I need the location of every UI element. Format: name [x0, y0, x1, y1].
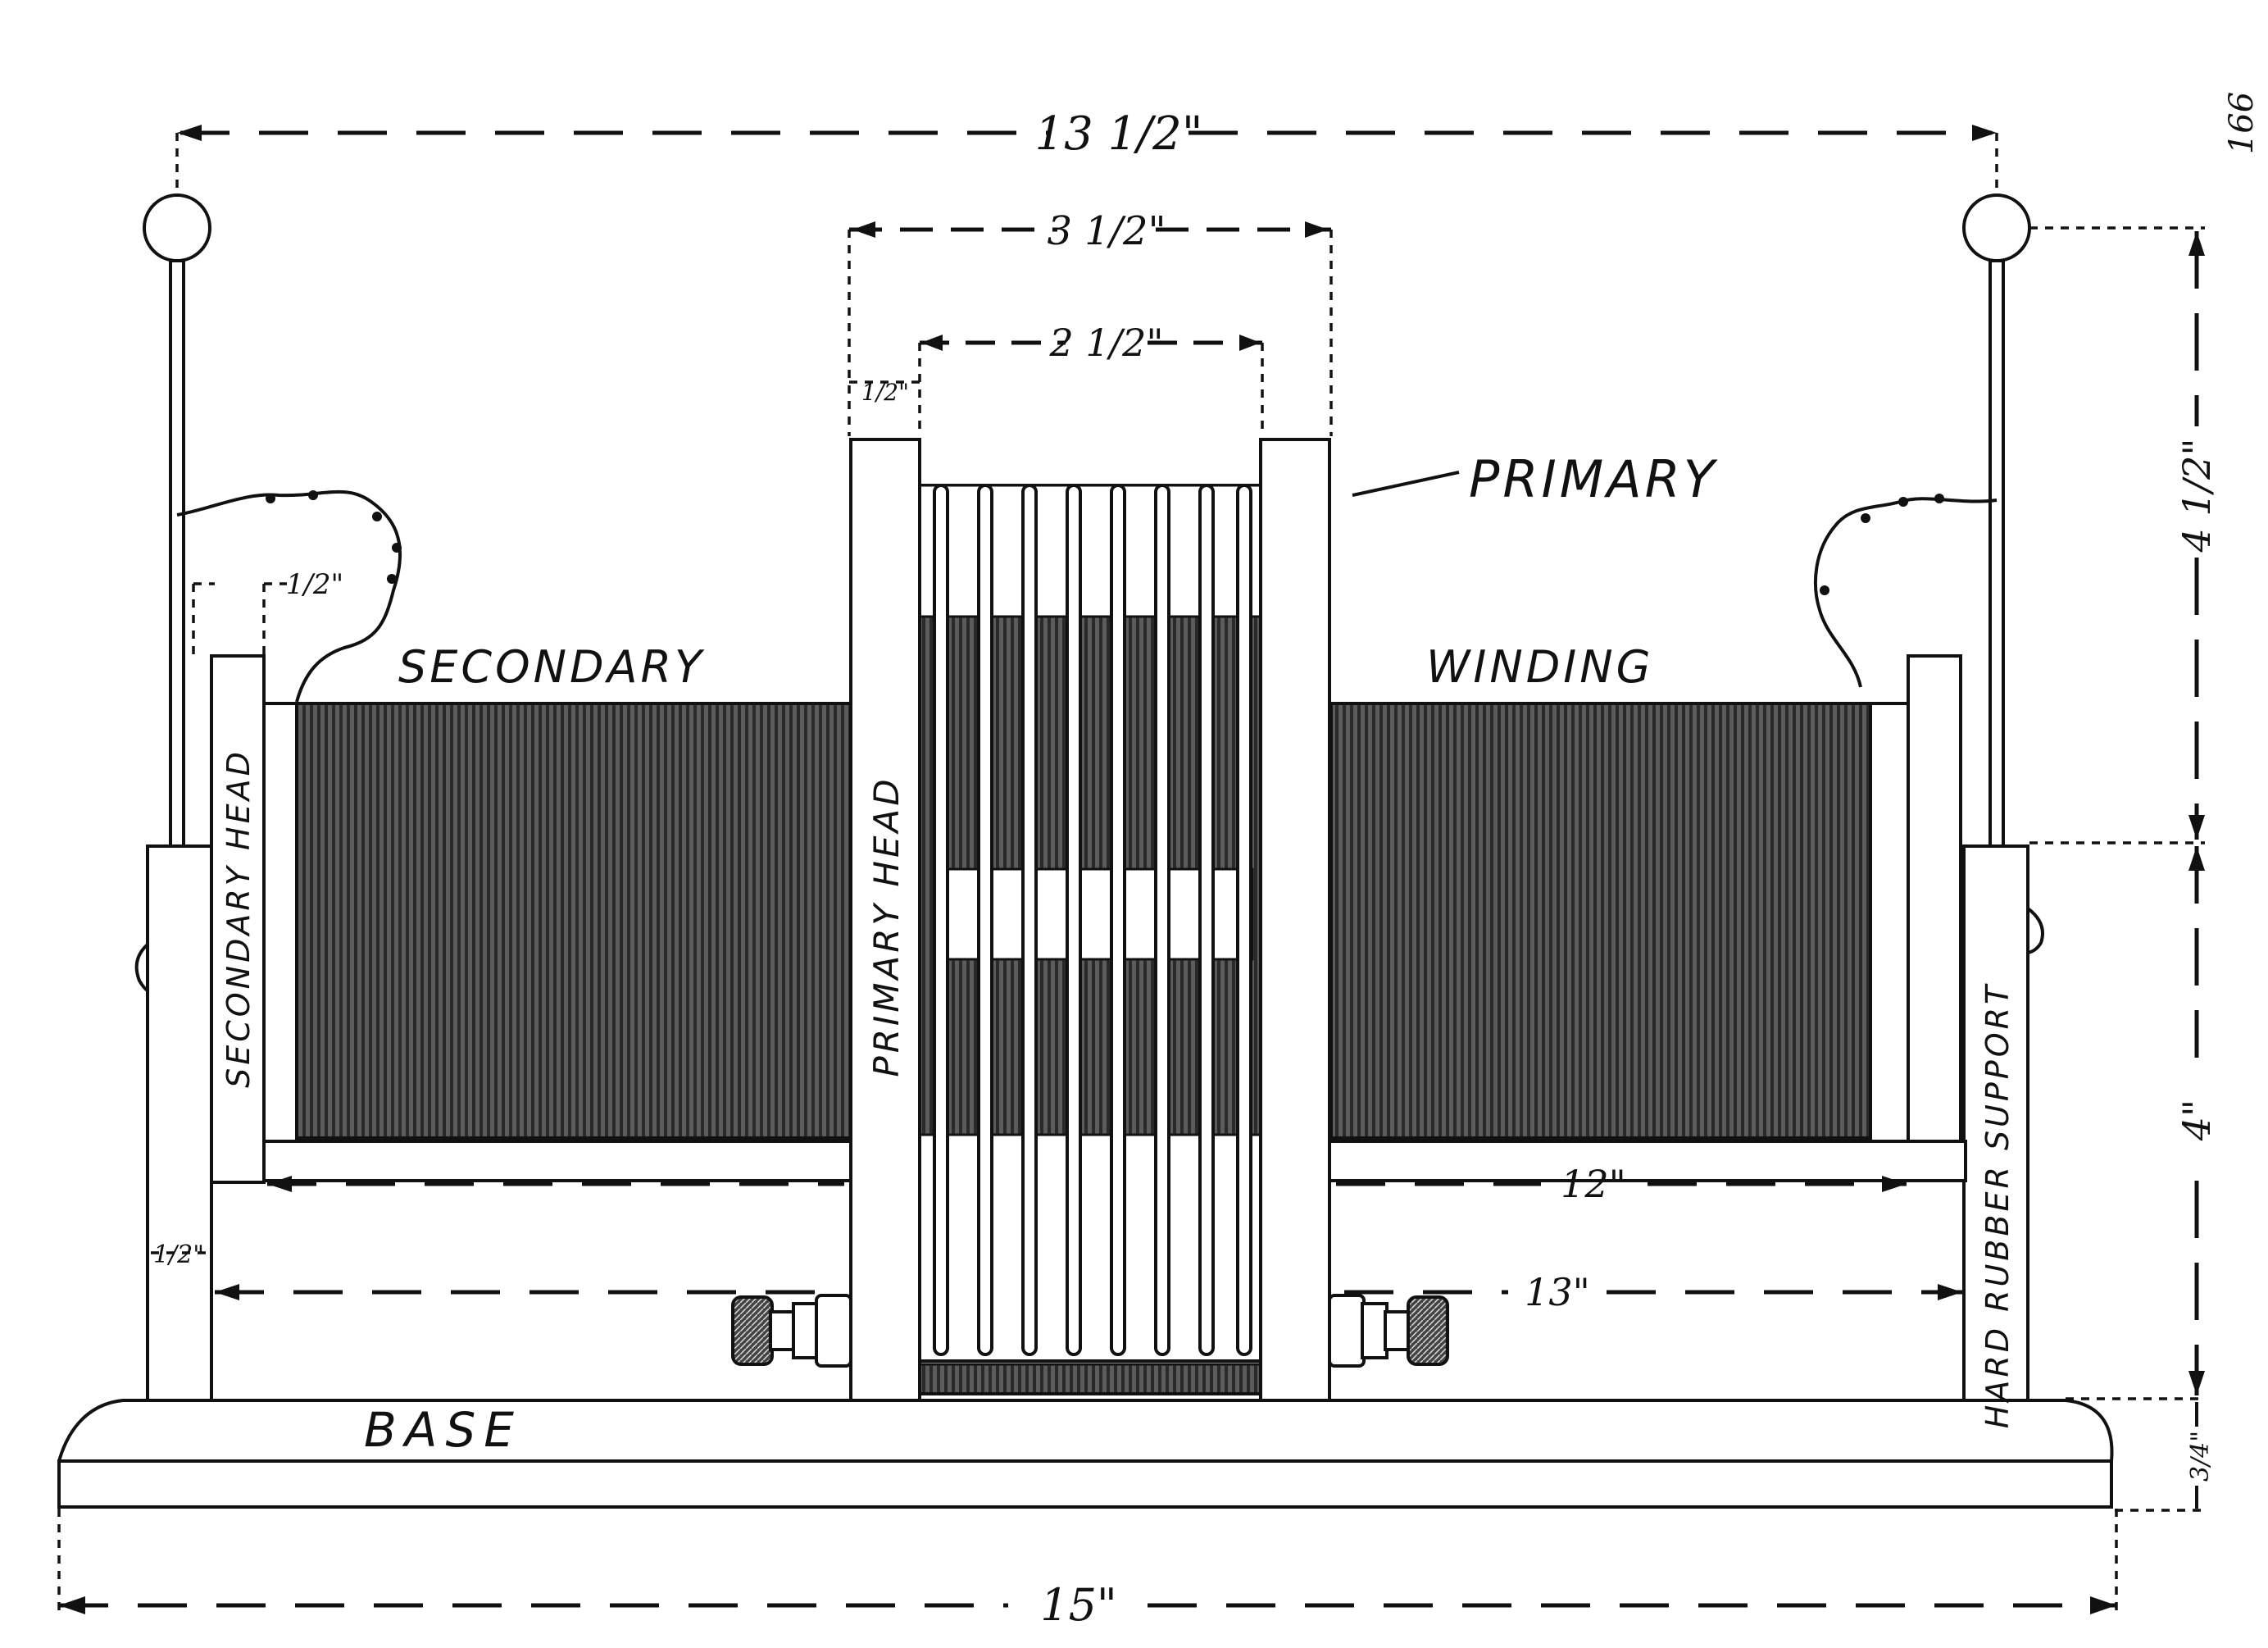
dim-primary-head-outer: 3 1/2" [1047, 208, 1166, 254]
dim-primary-inner: 2 1/2" [1048, 321, 1163, 365]
dim-base-height: 3/4" [2186, 1431, 2215, 1482]
dim-overall-terminals: 13 1/2" [1035, 107, 1203, 161]
support-knob-left [134, 943, 149, 992]
support-knob-right [2026, 907, 2044, 954]
dim-support-thickness: 1/2" [153, 1241, 204, 1269]
discharge-rod-right [1962, 193, 2031, 848]
dim-secondary-head-thickness: 1/2" [286, 568, 343, 601]
binding-post-left [731, 1294, 852, 1368]
dim-support-spacing: 13" [1525, 1270, 1590, 1314]
label-secondary-head: SECONDARY HEAD [220, 749, 257, 1088]
secondary-head-right [1907, 654, 1962, 1143]
margin-mark: 166 [2223, 92, 2261, 154]
secondary-winding-left [295, 702, 852, 1140]
label-hard-rubber-support: HARD RUBBER SUPPORT [1979, 982, 2016, 1428]
dim-base-length: 15" [1040, 1579, 1117, 1631]
hard-rubber-support-left [146, 844, 213, 1402]
secondary-winding-right [1329, 702, 1872, 1140]
dimension-lines [57, 125, 2205, 1614]
base [57, 1399, 2114, 1509]
binding-post-right [1328, 1294, 1449, 1368]
dim-support-height: 4" [2175, 1099, 2219, 1141]
discharge-rod-left [143, 193, 211, 848]
secondary-head-left [210, 654, 266, 1184]
label-winding: WINDING [1426, 641, 1653, 693]
primary-head-left [849, 438, 921, 1402]
primary-coil [916, 484, 1262, 1395]
hard-rubber-support-right [1962, 844, 2029, 1402]
dim-secondary-length: 12" [1561, 1162, 1626, 1206]
dim-primary-head-thickness: 1/2" [861, 379, 909, 406]
label-base: BASE [364, 1402, 522, 1458]
label-secondary: SECONDARY [398, 641, 705, 693]
label-primary: PRIMARY [1469, 449, 1718, 509]
dim-rod-height: 4 1/2" [2175, 438, 2219, 553]
lead-wire-left [176, 489, 402, 703]
lead-wire-right [1814, 494, 1998, 688]
primary-head-right [1259, 438, 1331, 1402]
label-primary-head: PRIMARY HEAD [866, 776, 907, 1077]
